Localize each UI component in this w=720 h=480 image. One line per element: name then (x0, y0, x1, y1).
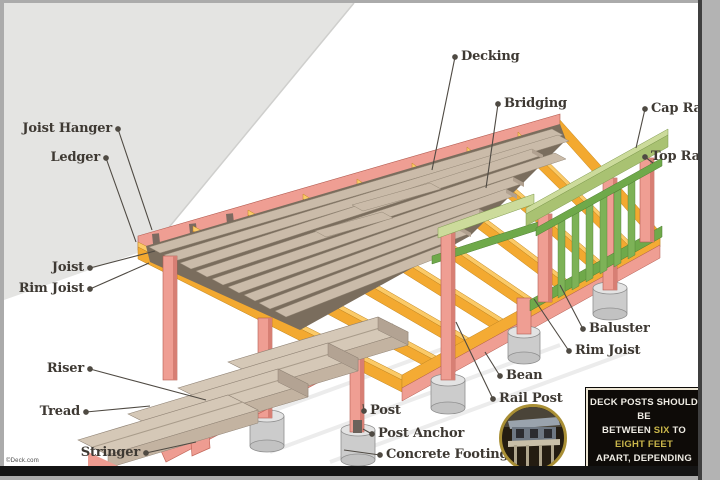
frame-border-bottom-gray (0, 476, 720, 480)
label-post-anchor: Post Anchor (378, 426, 465, 441)
stringer-tip (88, 452, 118, 466)
note-highlight-six: SIX (653, 425, 670, 436)
note-line-1: DECK POSTS SHOULD BE (590, 397, 698, 422)
label-ledger: Ledger (50, 150, 100, 165)
deck-logo-medallion (499, 404, 567, 472)
logo-roof (508, 417, 560, 429)
label-joist: Joist (51, 260, 84, 275)
stairs (77, 316, 409, 469)
joist-hanger-bracket (152, 233, 161, 244)
label-stringer: Stringer (80, 445, 140, 460)
frame-border-bottom-black (0, 466, 720, 476)
label-post: Post (370, 403, 401, 418)
label-cap-rail: Cap Rail (651, 101, 712, 116)
frame-border-left (0, 0, 4, 480)
label-baluster: Baluster (589, 321, 650, 336)
logo-deck-slab (508, 439, 560, 447)
frame-border-top (0, 0, 720, 3)
leader-lines (83, 54, 654, 458)
loose-board (351, 182, 442, 212)
note-line-2: BETWEEN SIX TO EIGHT FEET (602, 425, 686, 450)
post-1 (162, 255, 178, 381)
label-top-rail: Top Rail (651, 149, 710, 164)
frame-border-right-gray (702, 0, 720, 480)
loose-board (314, 211, 394, 238)
label-decking: Decking (461, 49, 520, 64)
right-rail-post (639, 157, 655, 243)
label-bridging: Bridging (504, 96, 567, 111)
label-beam: Bean (506, 368, 543, 383)
top-rail-board (535, 157, 663, 237)
logo-house-art (502, 407, 564, 467)
label-tread: Tread (39, 404, 81, 419)
rail-post-4 (440, 229, 456, 381)
tip-note-box: DECK POSTS SHOULD BE BETWEEN SIX TO EIGH… (585, 387, 703, 478)
label-rim-joist-right: Rim Joist (575, 343, 641, 358)
posts-and-footings (162, 177, 628, 467)
post-5 (516, 297, 532, 335)
post-anchor-bracket (353, 420, 362, 433)
house-wall (4, 2, 355, 300)
label-concrete-footing: Concrete Footing (386, 447, 509, 462)
cap-rail-front (525, 134, 669, 227)
watermark-text: ©Deck.com (6, 458, 39, 464)
note-highlight-eight-feet: EIGHT FEET (615, 439, 673, 450)
frame-border-right-dark (698, 0, 702, 480)
balusters (557, 180, 636, 299)
decking-boards (146, 124, 570, 330)
label-joist-hanger: Joist Hanger (22, 121, 112, 136)
label-rim-joist-left: Rim Joist (18, 281, 85, 296)
label-riser: Riser (46, 361, 84, 376)
label-rail-post: Rail Post (499, 391, 563, 406)
footing-4 (430, 373, 466, 415)
